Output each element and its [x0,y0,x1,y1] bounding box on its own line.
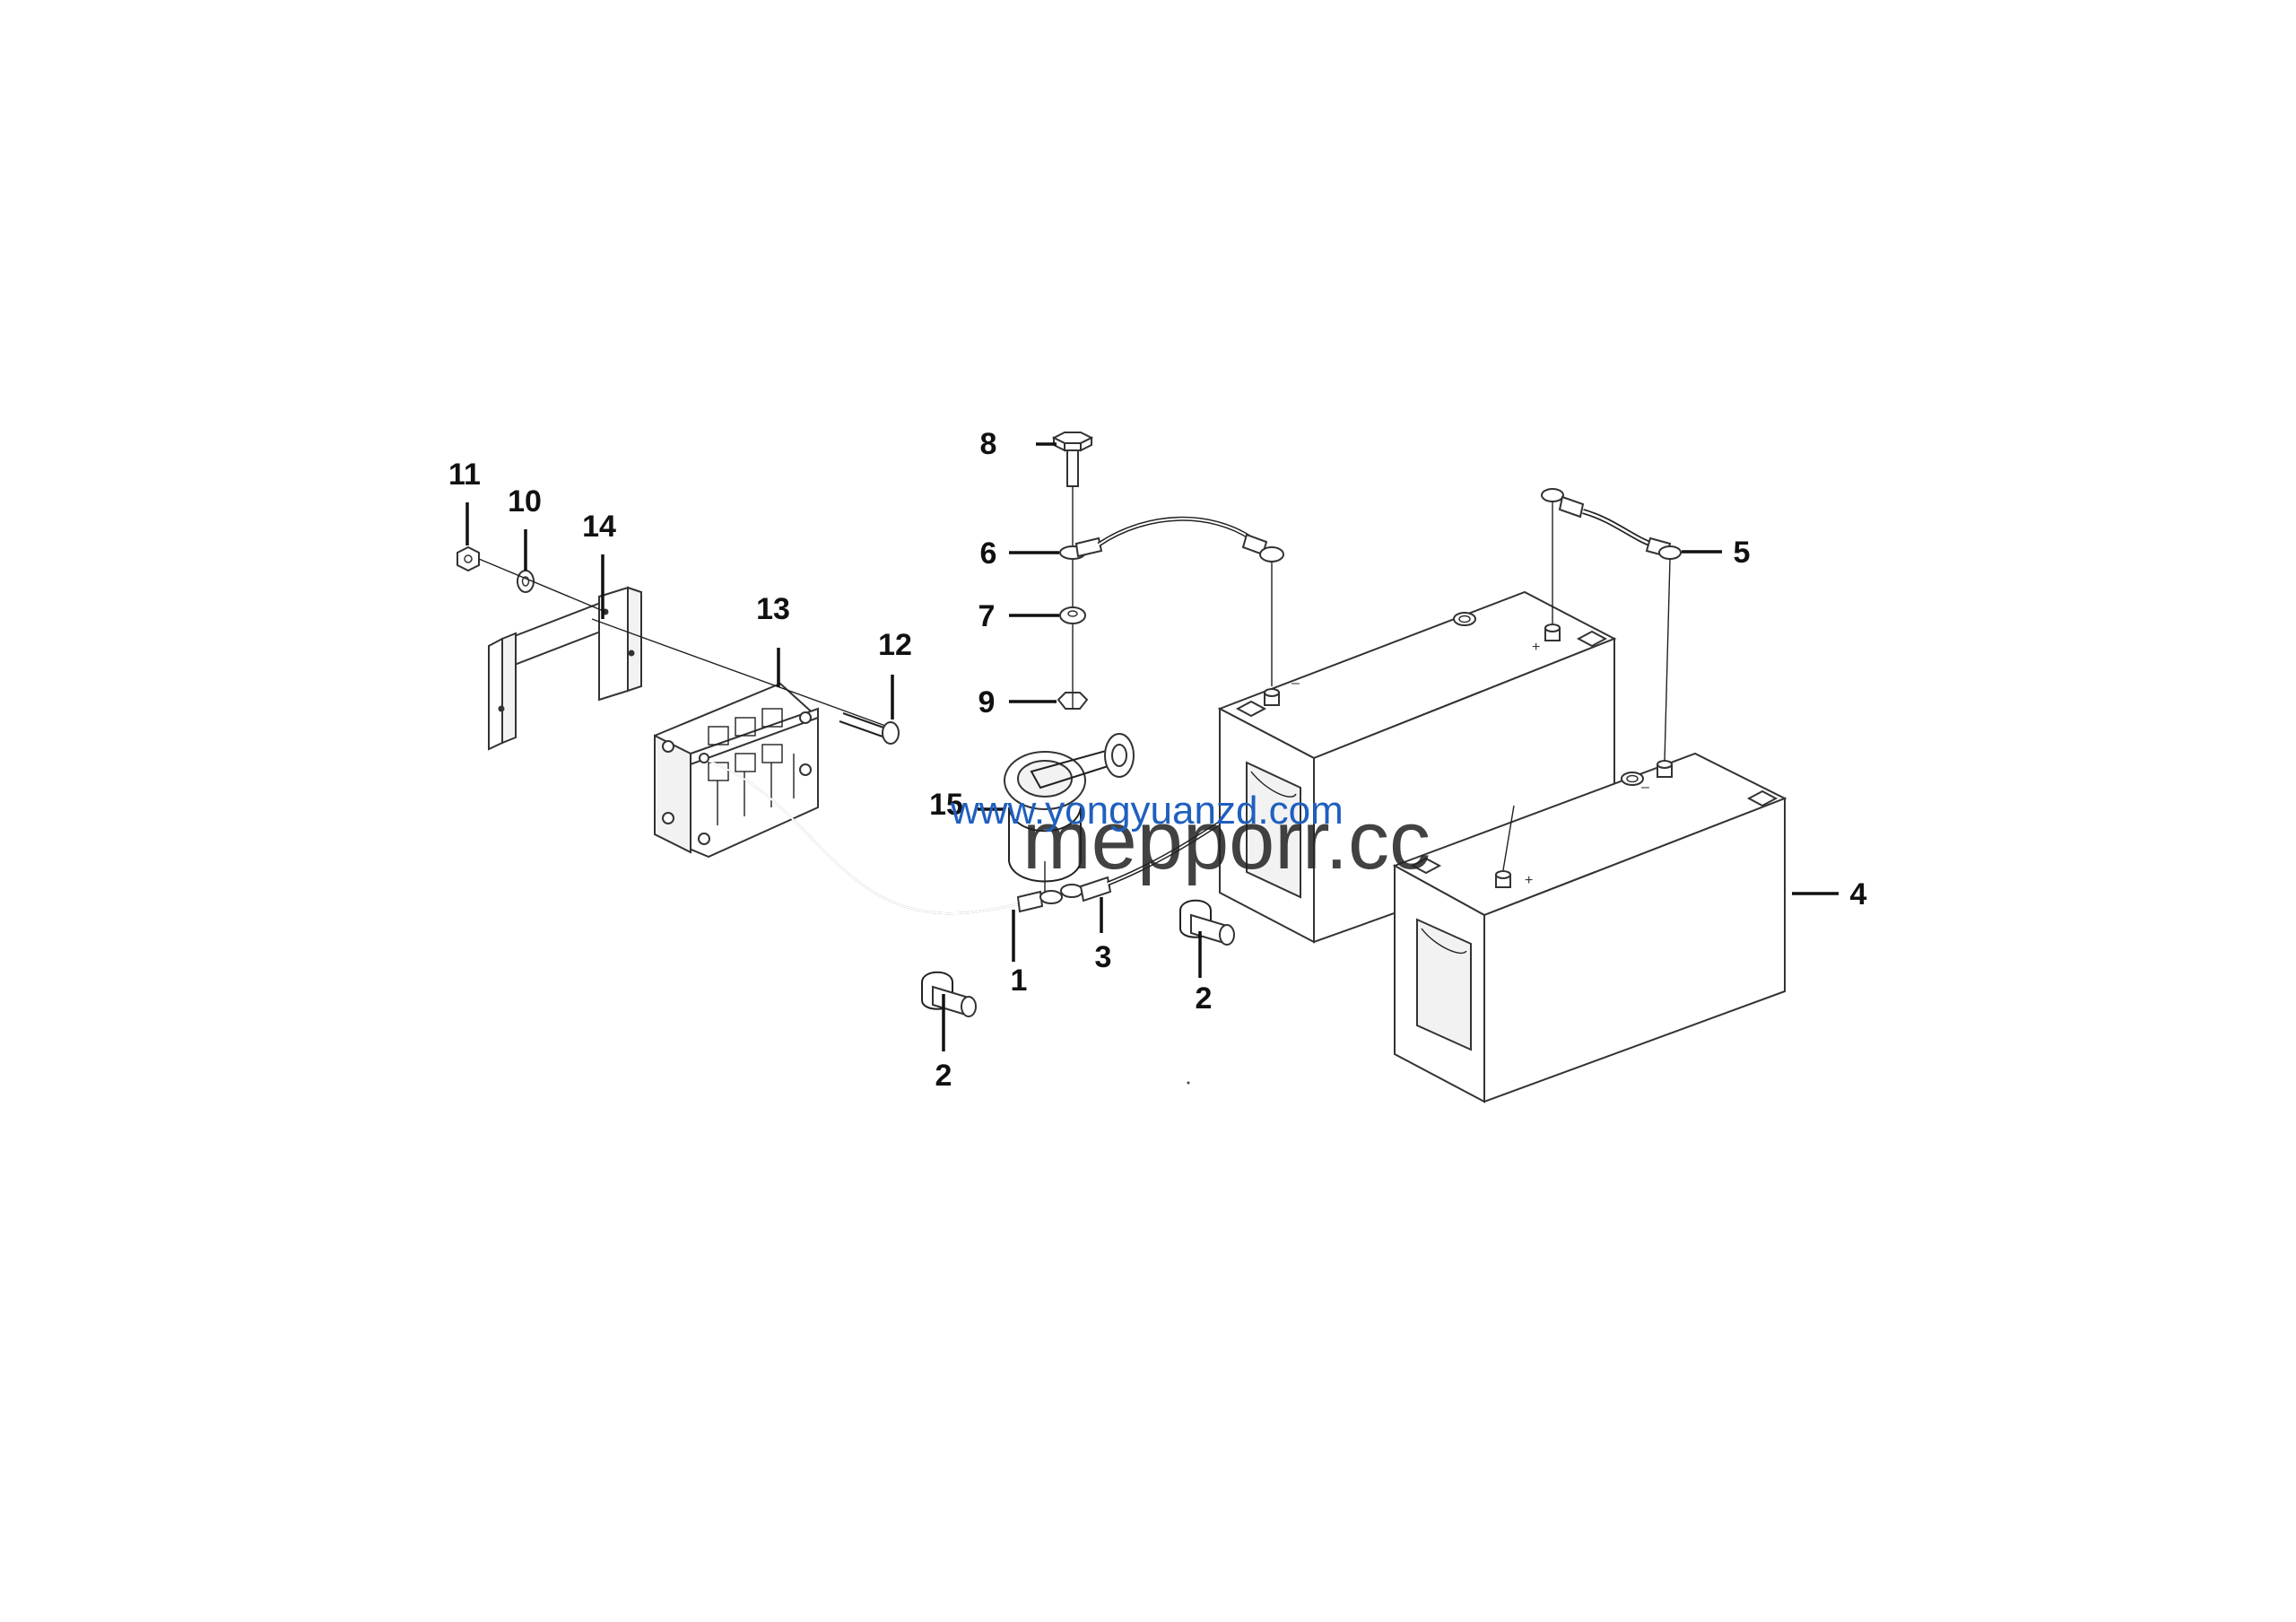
terminal-mark-minus: – [1292,676,1300,691]
battery-front: + – [1392,752,1787,1103]
cable-clamp-right [1179,899,1235,946]
nut-11 [457,545,480,572]
nut-9 [1057,692,1089,710]
callout-2-right: 2 [1196,981,1213,1016]
callout-8: 8 [980,427,997,461]
terminal-block [654,682,819,859]
terminal-mark-minus-front: – [1641,780,1649,795]
terminal-mark-plus-front: + [1525,873,1533,888]
cable-clamp-left [921,971,977,1017]
callout-10: 10 [508,484,542,519]
cable-5 [1541,488,1682,762]
callout-2-left: 2 [935,1059,952,1093]
battery-back: – + [1217,590,1617,944]
callout-labels: 1 2 2 3 4 5 6 7 8 9 10 11 12 13 14 15 [448,427,1867,1093]
watermark-line-1: www.yongyuanzd.com [950,789,1344,833]
leader-lines [465,442,1839,1051]
callout-12: 12 [878,628,912,662]
cable-1 [708,760,1063,915]
callout-3: 3 [1095,940,1112,974]
callout-9: 9 [978,685,996,719]
cable-6 [1074,516,1284,686]
terminal-mark-plus: + [1532,640,1540,655]
washer-7 [1059,606,1086,624]
callout-7: 7 [978,599,996,633]
callout-6: 6 [980,536,997,571]
callout-5: 5 [1734,536,1751,570]
mounting-bracket [488,586,642,751]
battery-switch [1004,733,1135,893]
callout-13: 13 [756,592,790,626]
watermark: mepporr.cc www.yongyuanzd.com [950,789,1431,886]
bolt-12 [591,618,900,745]
callout-4: 4 [1850,877,1867,911]
bolt-8 [1051,432,1094,487]
callout-14: 14 [582,510,616,544]
callout-15: 15 [929,788,963,822]
watermark-line-2: mepporr.cc [1022,795,1431,886]
callout-11: 11 [448,458,481,492]
callout-1: 1 [1011,964,1028,998]
